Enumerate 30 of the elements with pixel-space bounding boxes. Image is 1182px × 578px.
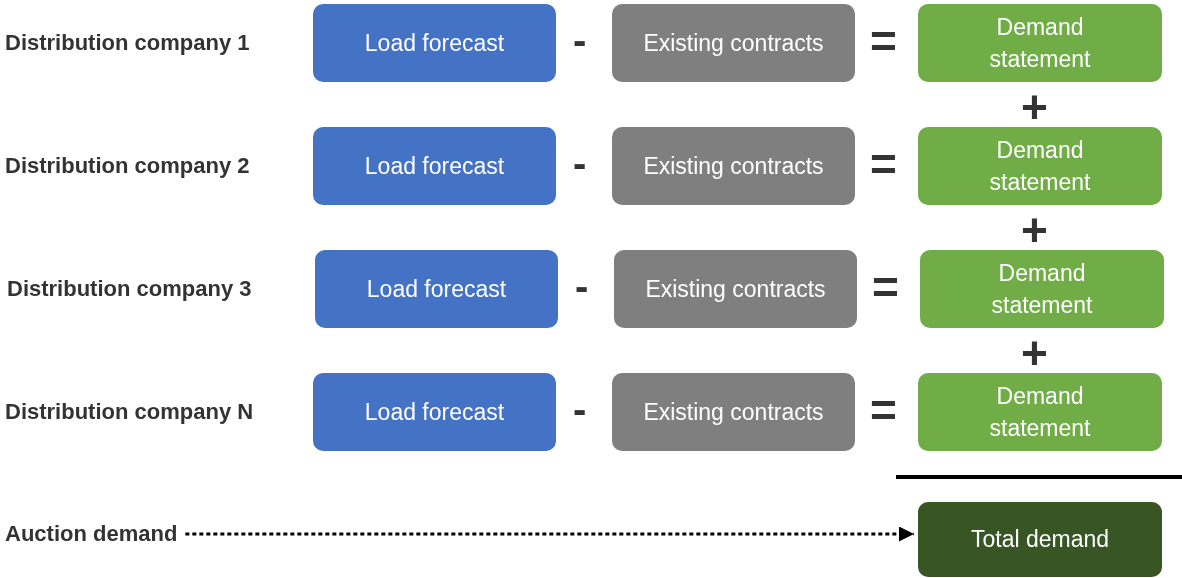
existing-contracts-box: Existing contracts <box>614 250 857 328</box>
load-forecast-box: Load forecast <box>313 373 556 451</box>
row-label: Distribution company 1 <box>5 32 250 54</box>
minus-sign: - <box>573 20 587 60</box>
dotted-arrow <box>185 526 914 542</box>
row-label: Auction demand <box>5 523 178 545</box>
equals-sign: = <box>870 387 897 433</box>
equals-sign: = <box>870 18 897 64</box>
load-forecast-box: Load forecast <box>313 4 556 82</box>
total-demand-box: Total demand <box>918 502 1162 577</box>
row-label: Distribution company N <box>5 401 254 423</box>
row-label: Distribution company 2 <box>5 155 250 177</box>
plus-sign: + <box>1021 84 1048 130</box>
demand-statement-box: Demand statement <box>918 373 1162 451</box>
equals-sign: = <box>872 264 899 310</box>
plus-sign: + <box>1021 207 1048 253</box>
demand-statement-box: Demand statement <box>920 250 1164 328</box>
minus-sign: - <box>573 143 587 183</box>
existing-contracts-box: Existing contracts <box>612 373 855 451</box>
equals-sign: = <box>870 141 897 187</box>
load-forecast-box: Load forecast <box>315 250 558 328</box>
plus-sign: + <box>1021 330 1048 376</box>
minus-sign: - <box>573 389 587 429</box>
existing-contracts-box: Existing contracts <box>612 127 855 205</box>
existing-contracts-box: Existing contracts <box>612 4 855 82</box>
row-label: Distribution company 3 <box>7 278 252 300</box>
demand-statement-box: Demand statement <box>918 127 1162 205</box>
demand-statement-box: Demand statement <box>918 4 1162 82</box>
minus-sign: - <box>575 266 589 306</box>
load-forecast-box: Load forecast <box>313 127 556 205</box>
